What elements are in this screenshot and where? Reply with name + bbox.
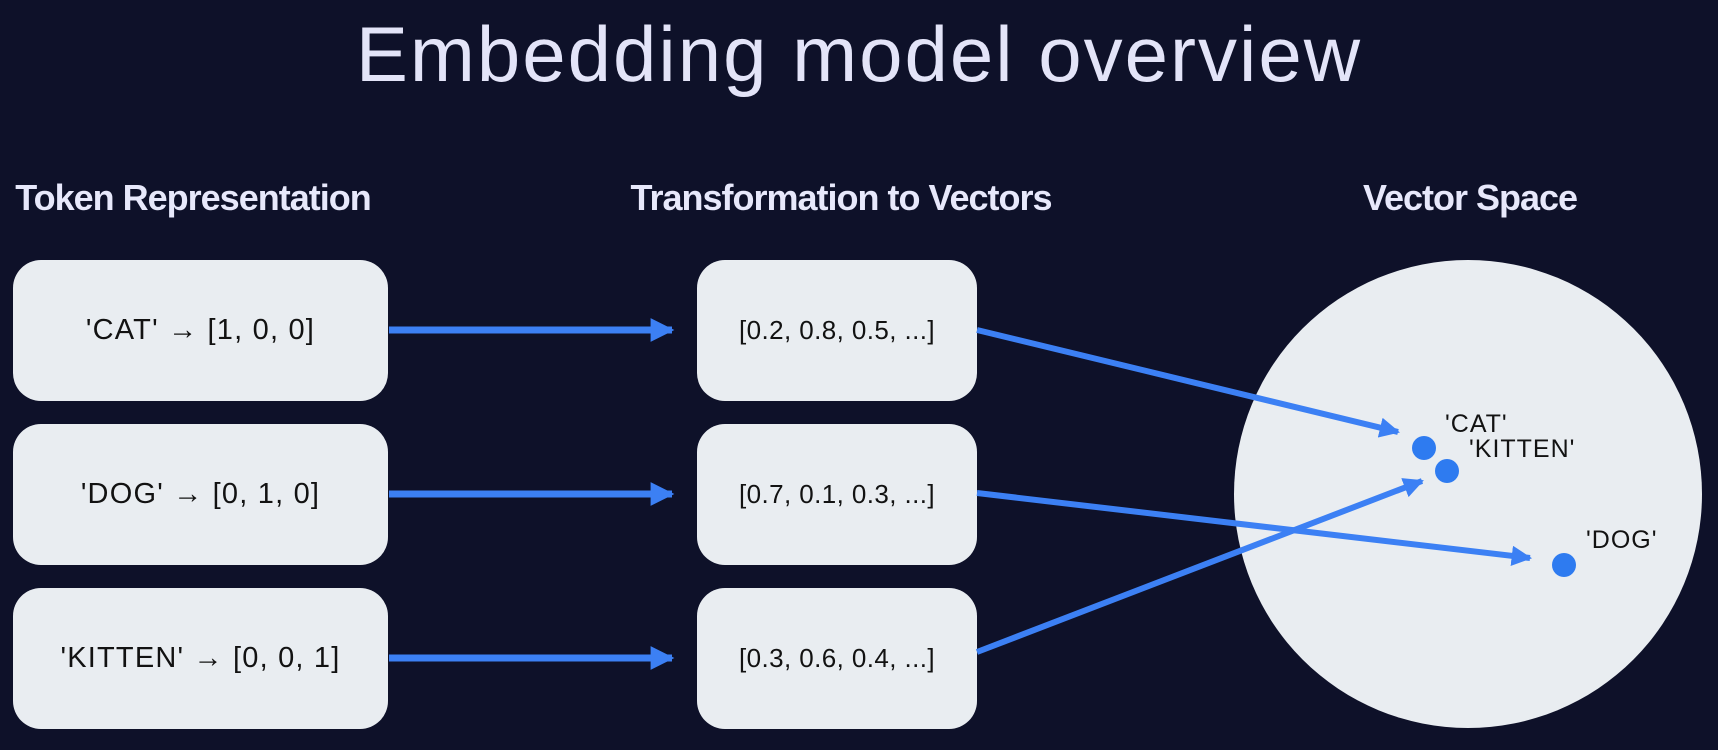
page-title: Embedding model overview xyxy=(355,10,1363,98)
token-box-cat: 'CAT' → [1, 0, 0] xyxy=(13,260,388,401)
vector-box-cat: [0.2, 0.8, 0.5, ...] xyxy=(697,260,977,401)
token-box-cat-label: 'CAT' → [1, 0, 0] xyxy=(85,314,316,346)
vector-box-dog: [0.7, 0.1, 0.3, ...] xyxy=(697,424,977,565)
token-box-kitten: 'KITTEN' → [0, 0, 1] xyxy=(13,588,388,729)
token-box-dog-label: 'DOG' → [0, 1, 0] xyxy=(80,478,321,510)
point-label-cat: 'CAT' xyxy=(1445,410,1508,438)
column-header-token-representation: Token Representation xyxy=(15,177,371,218)
column-header-vector-space: Vector Space xyxy=(1362,177,1578,218)
vector-space-circle xyxy=(1234,260,1702,728)
vector-box-kitten: [0.3, 0.6, 0.4, ...] xyxy=(697,588,977,729)
token-box-kitten-label: 'KITTEN' → [0, 0, 1] xyxy=(60,642,341,674)
point-label-kitten: 'KITTEN' xyxy=(1469,435,1576,463)
vector-box-cat-label: [0.2, 0.8, 0.5, ...] xyxy=(739,315,935,345)
vector-box-dog-label: [0.7, 0.1, 0.3, ...] xyxy=(739,479,935,509)
vector-box-kitten-label: [0.3, 0.6, 0.4, ...] xyxy=(739,643,935,673)
column-header-transformation-to-vectors: Transformation to Vectors xyxy=(630,177,1052,218)
token-box-dog: 'DOG' → [0, 1, 0] xyxy=(13,424,388,565)
point-label-dog: 'DOG' xyxy=(1586,526,1658,554)
